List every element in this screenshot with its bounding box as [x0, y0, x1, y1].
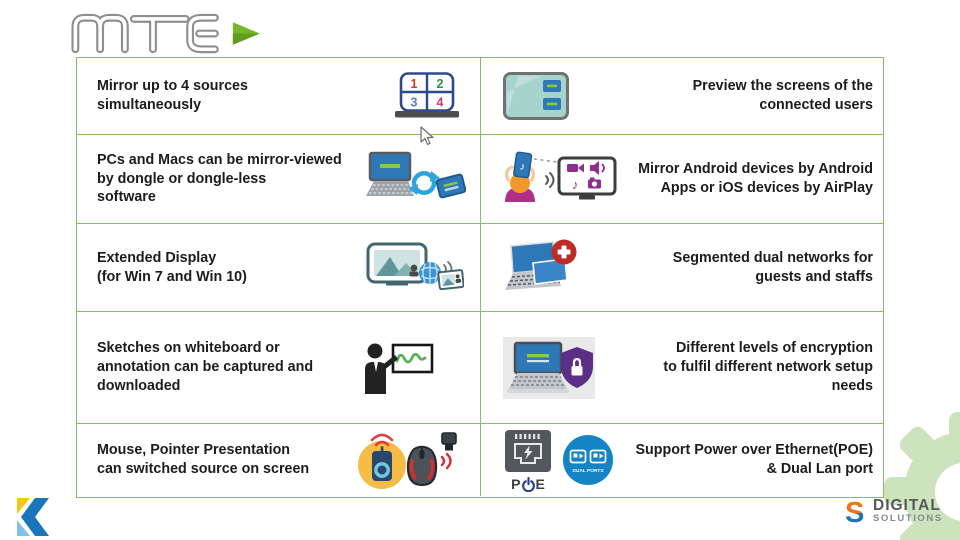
feature-cell: PCs and Macs can be mirror-viewed by don… — [77, 135, 480, 223]
svg-text:S: S — [845, 497, 864, 526]
svg-text:♪: ♪ — [519, 161, 526, 174]
mtc-logo-icon: MTC — [71, 13, 260, 54]
feature-row: PCs and Macs can be mirror-viewed by don… — [77, 134, 883, 223]
k-logo-icon — [15, 498, 57, 540]
mouse-cursor-icon — [420, 126, 436, 151]
svg-text:3: 3 — [411, 96, 418, 110]
poe-letter-p: P — [511, 476, 521, 492]
feature-cell: P E — [480, 424, 883, 496]
feature-row: Mirror up to 4 sources simultaneously 1 … — [77, 58, 883, 134]
feature-text: PCs and Macs can be mirror-viewed by don… — [97, 151, 342, 206]
feature-text: Different levels of encryption to fulfil… — [663, 340, 873, 394]
mobile-cast-tv-icon: ♪ ♪ — [503, 150, 625, 208]
svg-text:♪: ♪ — [572, 177, 579, 192]
feature-row: Mouse, Pointer Presentation can switched… — [77, 423, 883, 496]
tablet-preview-icon — [503, 72, 569, 120]
remote-mouse-icon — [356, 429, 460, 491]
svg-text:DUAL PORTS: DUAL PORTS — [572, 468, 604, 474]
ds-s-icon: S — [845, 497, 864, 526]
feature-cell: Sketches on whiteboard or annotation can… — [77, 312, 480, 423]
digital-solutions-logo: S DIGITAL SOLUTIONS — [843, 496, 943, 526]
power-symbol-icon — [521, 476, 535, 492]
mtc-logo: MTC — [68, 11, 283, 61]
extended-display-icon — [364, 240, 464, 296]
feature-text: Sketches on whiteboard or annotation can… — [97, 340, 314, 394]
poe-label: P E — [511, 476, 545, 492]
feature-row: Sketches on whiteboard or annotation can… — [77, 311, 883, 423]
feature-text: Support Power over Ethernet(POE) & Dual … — [635, 442, 873, 477]
feature-text: Preview the screens of the connected use… — [692, 78, 873, 113]
encryption-shield-icon — [503, 336, 595, 399]
dual-network-plus-icon — [503, 238, 591, 298]
feature-cell: Segmented dual networks for guests and s… — [480, 224, 883, 311]
gear-watermark-icon — [842, 406, 960, 540]
feature-text: Mouse, Pointer Presentation can switched… — [97, 442, 310, 477]
poe-port-icon: P E — [503, 428, 553, 492]
feature-table: Mirror up to 4 sources simultaneously 1 … — [76, 57, 884, 498]
poe-letter-e: E — [535, 476, 545, 492]
feature-text: Segmented dual networks for guests and s… — [672, 249, 873, 285]
svg-text:2: 2 — [437, 77, 444, 91]
ds-line1: DIGITAL — [873, 496, 941, 514]
feature-cell: Different levels of encryption to fulfil… — [480, 312, 883, 423]
poe-dual-ports-icon: P E — [503, 428, 614, 492]
ds-line2: SOLUTIONS — [873, 512, 943, 524]
ds-text: DIGITAL SOLUTIONS — [873, 496, 943, 525]
feature-cell: ♪ ♪ — [480, 135, 883, 223]
laptop-sync-tablet-icon — [364, 150, 466, 208]
feature-cell: Mirror up to 4 sources simultaneously 1 … — [77, 58, 480, 134]
feature-cell: Extended Display (for Win 7 and Win 10) — [77, 224, 480, 311]
quad-split-screen-icon: 1 2 3 4 — [392, 72, 462, 120]
feature-text: Mirror Android devices by Android Apps o… — [638, 161, 873, 196]
feature-text: Mirror up to 4 sources simultaneously — [97, 78, 248, 113]
feature-text: Extended Display (for Win 7 and Win 10) — [97, 249, 247, 285]
svg-text:1: 1 — [411, 77, 418, 91]
feature-cell: Preview the screens of the connected use… — [480, 58, 883, 134]
dual-ports-icon: DUAL PORTS — [563, 435, 613, 485]
svg-text:4: 4 — [437, 96, 444, 110]
whiteboard-presenter-icon — [362, 342, 434, 394]
feature-cell: Mouse, Pointer Presentation can switched… — [77, 424, 480, 496]
feature-row: Extended Display (for Win 7 and Win 10) — [77, 223, 883, 311]
